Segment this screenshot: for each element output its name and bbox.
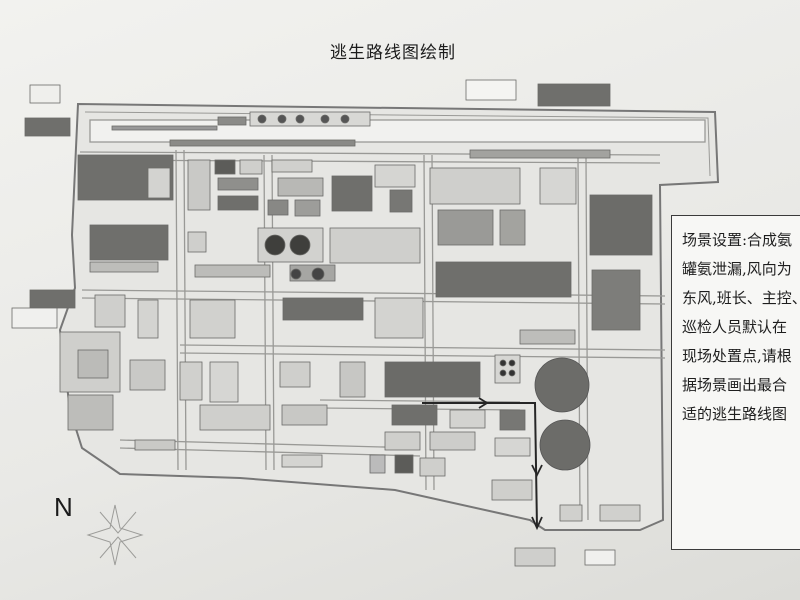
- compass-rose-icon: [86, 504, 144, 566]
- plant-buildings: [11, 79, 653, 567]
- north-label: N: [54, 492, 73, 522]
- scenario-line: 巡检人员默认在: [682, 318, 788, 336]
- scenario-line: 罐氨泄漏,风向为: [682, 260, 792, 278]
- scenario-line: 东风,班长、主控、: [682, 289, 800, 307]
- page-title: 逃生路线图绘制: [330, 43, 456, 63]
- scenario-line: 场景设置:合成氨: [682, 231, 793, 249]
- escape-route: [422, 397, 543, 531]
- scenario-box: 场景设置:合成氨 罐氨泄漏,风向为 东风,班长、主控、 巡检人员默认在 现场处置…: [671, 215, 800, 550]
- road-network: [79, 119, 706, 521]
- scenario-line: 现场处置点,请根: [682, 347, 792, 365]
- route-arrow-icon: [531, 464, 543, 478]
- route-arrow-icon: [478, 397, 489, 409]
- scenario-line: 适的逃生路线图: [682, 405, 788, 423]
- route-arrow-icon: [531, 516, 543, 531]
- scenario-line: 据场景画出最合: [682, 376, 788, 394]
